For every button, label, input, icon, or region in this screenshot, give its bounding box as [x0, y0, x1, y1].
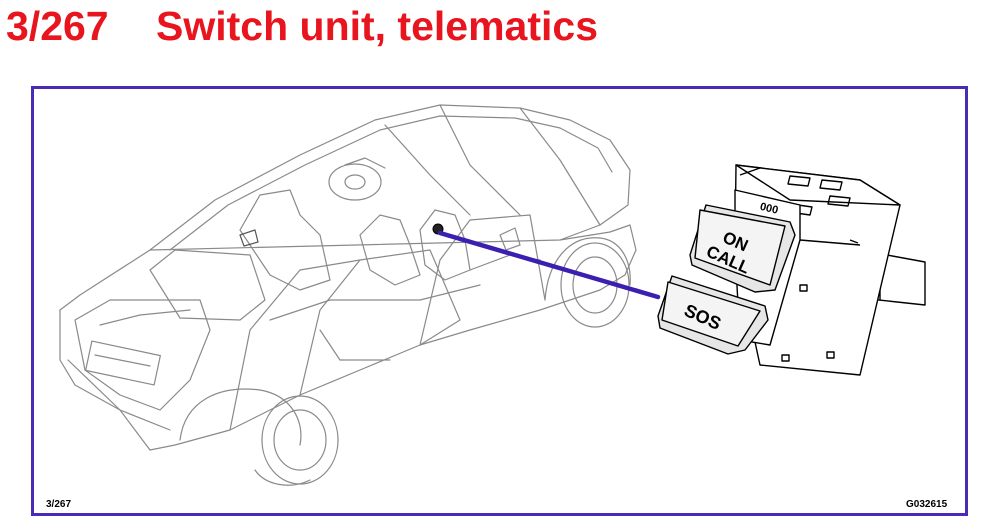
reference-code-right: G032615: [906, 499, 948, 510]
pointer-line: [437, 230, 661, 300]
front-seat: [359, 214, 421, 286]
car-roof-inner: [169, 115, 613, 251]
car-roof-outline: [149, 104, 631, 251]
license-plate: [85, 340, 161, 386]
sos-button[interactable]: [657, 275, 769, 355]
title-code: 3/267: [6, 3, 109, 49]
page-title: 3/267 Switch unit, telematics: [6, 0, 598, 52]
title-text: Switch unit, telematics: [156, 3, 598, 49]
car-illustration: [59, 104, 637, 486]
switch-unit: [657, 164, 926, 376]
on-call-button[interactable]: [689, 204, 796, 293]
reference-code-left: 3/267: [46, 499, 72, 510]
indicator-light: 000: [759, 201, 780, 217]
car-body-side: [59, 224, 637, 451]
front-wheel: [560, 242, 630, 328]
rear-seat: [239, 189, 331, 291]
